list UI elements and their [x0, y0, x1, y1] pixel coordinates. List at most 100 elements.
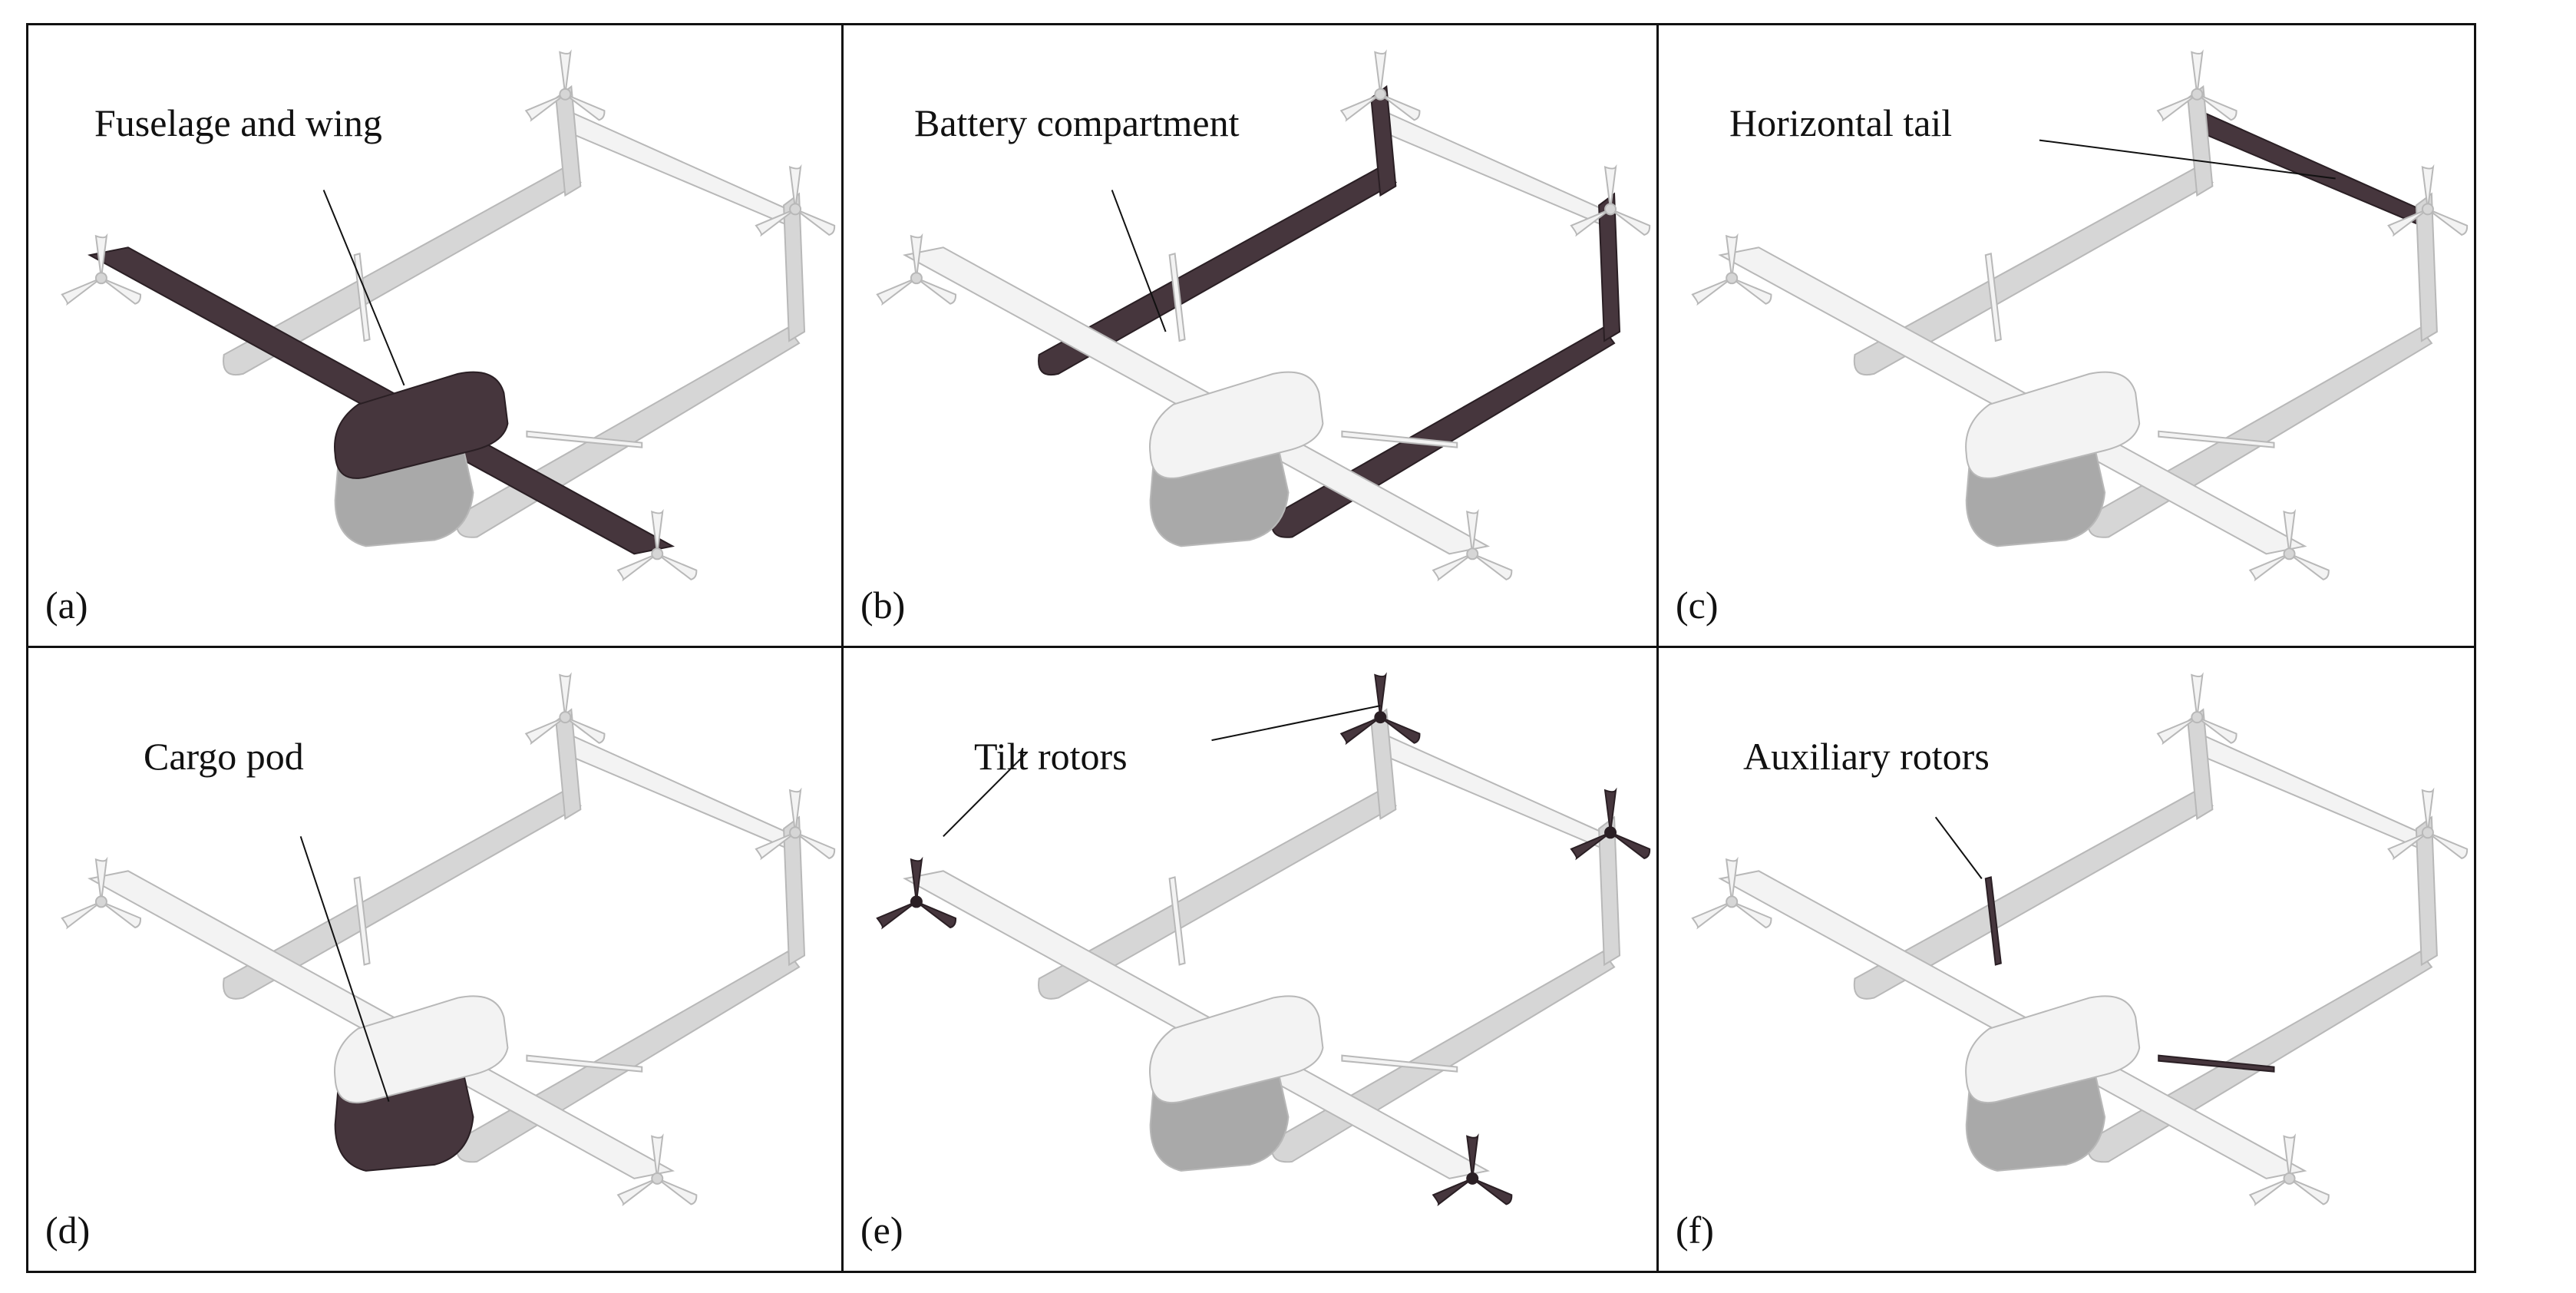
rotor-blade — [559, 49, 572, 94]
rotor-blade — [755, 208, 796, 237]
aircraft-drawing-c — [1691, 49, 2469, 582]
fuselage — [1965, 995, 2141, 1104]
rotor-blade — [2427, 208, 2469, 236]
rotor-blade — [910, 233, 923, 279]
figure-grid: Fuselage and wing (a) Battery compartmen… — [26, 23, 2476, 1273]
callout-label-b: Battery compartment — [914, 101, 1240, 144]
aircraft-model — [1691, 49, 2469, 582]
rotor-blade — [656, 553, 698, 580]
rotor-blade — [1731, 277, 1772, 305]
auxiliary-rotor-right — [526, 430, 643, 448]
rotor-hub — [94, 895, 107, 908]
rotor-blade — [1691, 277, 1732, 306]
rotor-blade — [2191, 672, 2204, 718]
aircraft-drawing-e — [876, 672, 1651, 1206]
rotor-blade — [2191, 49, 2204, 94]
auxiliary-rotor-left — [1168, 252, 1186, 342]
panel-letter-a: (a) — [45, 584, 88, 627]
rotor-hub — [1604, 826, 1617, 839]
rotor-hub — [2421, 826, 2434, 839]
rotor-blade — [616, 1177, 658, 1206]
rotor-blade — [1432, 1177, 1473, 1206]
panel-a: Fuselage and wing (a) — [28, 25, 844, 648]
rotor-hub — [1726, 272, 1739, 285]
auxiliary-rotor-left — [1984, 876, 2002, 966]
rotor-blade — [1339, 93, 1381, 122]
aircraft-drawing-b — [876, 49, 1651, 582]
rotor-hub — [2191, 711, 2204, 724]
rotor-blade — [788, 164, 802, 210]
right-tail-boom — [456, 326, 801, 538]
right-tail-boom — [2087, 326, 2433, 538]
right-tail-boom — [1271, 951, 1616, 1163]
rotor-blade — [2283, 1133, 2297, 1179]
panel-b: Battery compartment (b) — [844, 25, 1659, 648]
rotor-blade — [755, 832, 796, 861]
tilt-rotor-right — [1432, 1133, 1513, 1206]
aircraft-model — [876, 672, 1651, 1206]
rotor-blade — [524, 93, 566, 122]
rotor-blade — [2288, 553, 2330, 580]
rotor-blade — [1466, 508, 1479, 554]
rotor-blade — [1466, 1133, 1479, 1179]
rotor-hub — [1726, 895, 1739, 908]
tilt-rotor-left — [61, 233, 141, 306]
tilt-rotor-left — [876, 233, 956, 306]
rotor-blade — [656, 1177, 698, 1205]
rotor-blade — [794, 208, 836, 236]
panel-letter-c: (c) — [1676, 584, 1719, 627]
rotor-blade — [2248, 1177, 2290, 1206]
rotor-blade — [1379, 93, 1421, 121]
rotor-blade — [94, 856, 108, 902]
rotor-blade — [651, 508, 664, 554]
panel-letter-f: (f) — [1676, 1209, 1714, 1252]
rotor-blade — [1374, 49, 1387, 94]
rotor-blade — [651, 1133, 664, 1179]
horizontal-tail — [564, 731, 797, 854]
rotor-blade — [1471, 1177, 1513, 1205]
rotor-blade — [788, 787, 802, 833]
left-tail-boom — [1038, 789, 1397, 1000]
tilt-rotor-right — [1432, 508, 1513, 582]
callout-label-a: Fuselage and wing — [94, 101, 382, 144]
rotor-hub — [559, 88, 572, 101]
rotor-hub — [651, 1172, 664, 1185]
right-tail-boom — [2087, 951, 2433, 1163]
horizontal-tail — [2196, 108, 2429, 230]
rotor-blade — [1471, 553, 1513, 580]
rotor-blade — [1379, 716, 1421, 744]
rotor-hub — [2191, 88, 2204, 101]
tilt-rotor-rear-right — [755, 164, 836, 237]
rotor-blade — [2421, 787, 2435, 833]
callout-leader-b — [1111, 190, 1167, 332]
rotor-hub — [789, 826, 802, 839]
rotor-blade — [1570, 832, 1611, 861]
aircraft-model — [876, 49, 1651, 582]
rotor-blade — [61, 901, 102, 930]
callout-leader-a — [322, 190, 405, 386]
tilt-rotor-rear-right — [2387, 787, 2469, 861]
tilt-rotor-rear-left — [2156, 49, 2237, 122]
rotor-hub — [1604, 203, 1617, 216]
auxiliary-rotor-right — [1341, 1054, 1458, 1073]
left-tail-boom — [1853, 789, 2214, 1000]
callout-leader-e — [943, 751, 1029, 838]
left-tail-boom — [223, 789, 582, 1000]
rotor-blade — [564, 93, 606, 121]
rotor-blade — [2387, 208, 2429, 237]
aircraft-drawing-a — [61, 49, 836, 582]
tilt-rotor-left — [1691, 233, 1772, 306]
rotor-blade — [916, 901, 956, 929]
aircraft-drawing-f — [1691, 672, 2469, 1206]
rotor-blade — [2248, 553, 2290, 582]
aircraft-model — [61, 672, 836, 1206]
fuselage — [334, 995, 509, 1104]
fuselage — [1149, 371, 1324, 479]
tilt-rotor-rear-left — [2156, 672, 2237, 746]
callout-leader-e — [1211, 705, 1381, 742]
aircraft-model — [61, 49, 836, 582]
rotor-blade — [1725, 856, 1739, 902]
rotor-blade — [94, 233, 108, 279]
rotor-blade — [1603, 164, 1617, 210]
fuselage — [1965, 371, 2141, 479]
